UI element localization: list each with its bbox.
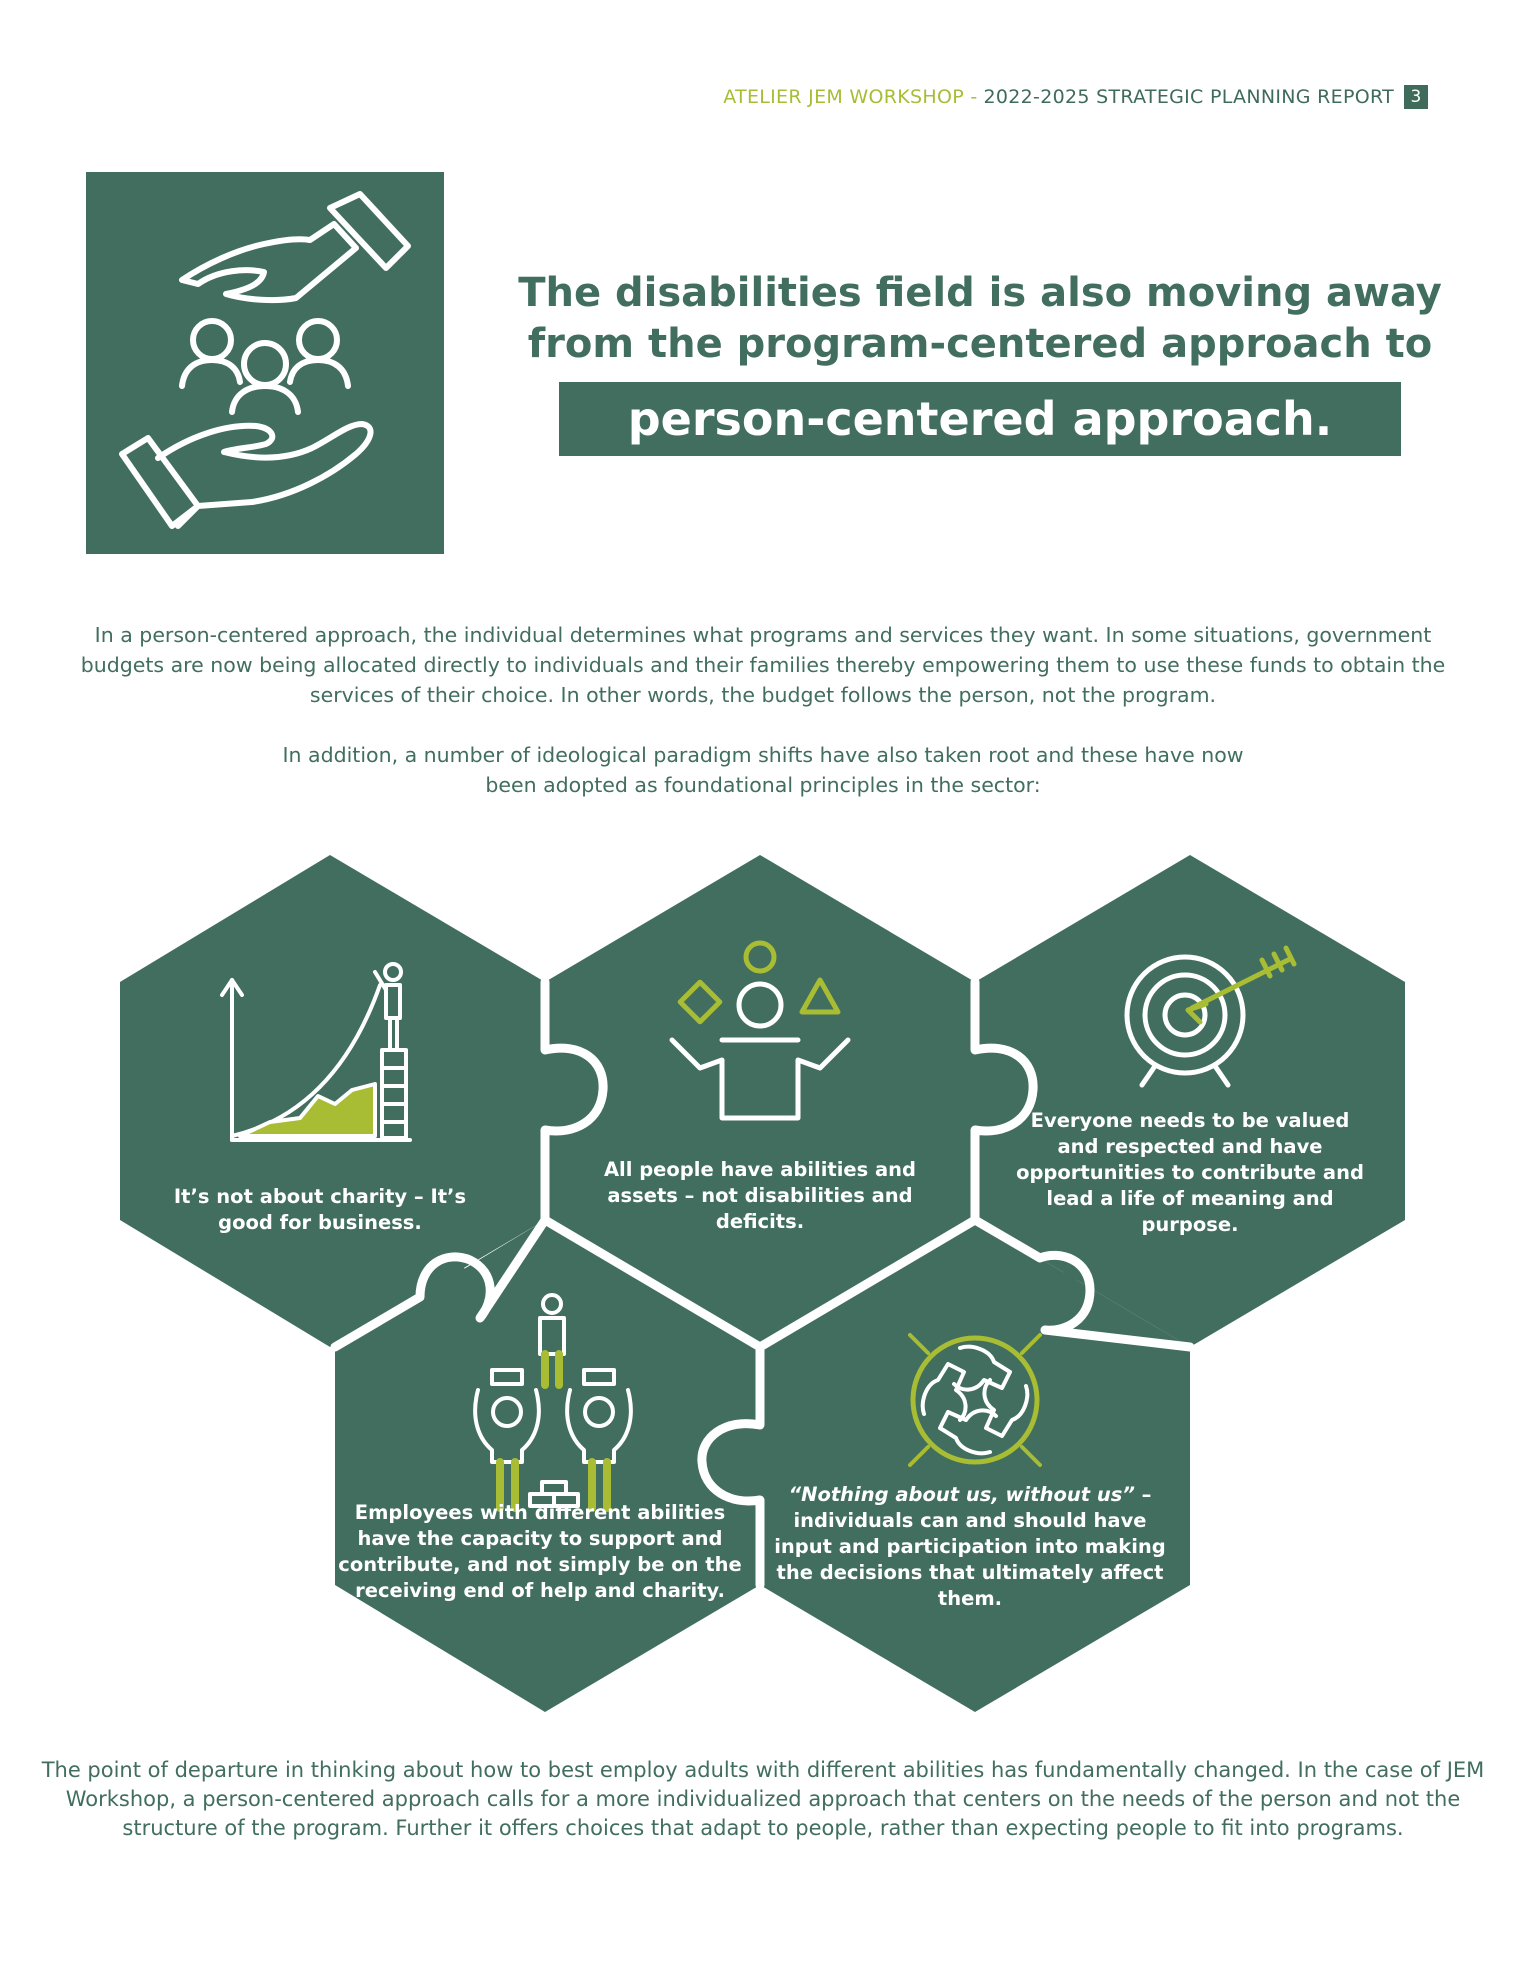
hex-2 (545, 855, 975, 1347)
principle-5-text: “Nothing about us, without us” – individ… (770, 1482, 1170, 1612)
principle-5-quote: “Nothing about us, without us” (788, 1483, 1135, 1506)
intro-paragraph-1: In a person-centered approach, the indiv… (80, 623, 1446, 707)
headline-line-2: from the program-centered approach to (527, 321, 1433, 367)
knob-1 (540, 1050, 620, 1130)
page-number: 3 (1404, 85, 1428, 109)
hex-3 (975, 855, 1405, 1347)
principle-1-text: It’s not about charity – It’s good for b… (173, 1185, 467, 1234)
principle-5-body: – individuals can and should have input … (774, 1483, 1166, 1610)
growth-chart-icon (220, 962, 412, 1142)
page-header: ATELIER JEM WORKSHOP - 2022-2025 STRATEG… (723, 85, 1428, 109)
headline-highlight: person-centered approach. (559, 382, 1401, 456)
report-title: 2022-2025 STRATEGIC PLANNING REPORT (983, 86, 1394, 108)
hex-5 (760, 1220, 1190, 1712)
hands-people-icon (86, 172, 444, 554)
principle-2-text: All people have abilities and assets – n… (603, 1158, 917, 1233)
juggling-person-icon (669, 940, 851, 1121)
headline-line-1: The disabilities field is also moving aw… (518, 270, 1442, 316)
conclusion-paragraph: The point of departure in thinking about… (41, 1758, 1485, 1840)
joined-hands-icon (908, 1333, 1042, 1467)
intro-paragraph-2: In addition, a number of ideological par… (282, 743, 1244, 797)
supporting-people-icon (473, 1293, 633, 1512)
target-arrow-icon (1124, 945, 1297, 1088)
hex-4 (335, 1220, 760, 1712)
principle-3-text: Everyone needs to be valued and respecte… (1016, 1109, 1364, 1236)
org-name: ATELIER JEM WORKSHOP - (723, 86, 978, 108)
headline: The disabilities field is also moving aw… (500, 268, 1460, 370)
principle-4-text: Employees with different abilities have … (338, 1501, 742, 1602)
